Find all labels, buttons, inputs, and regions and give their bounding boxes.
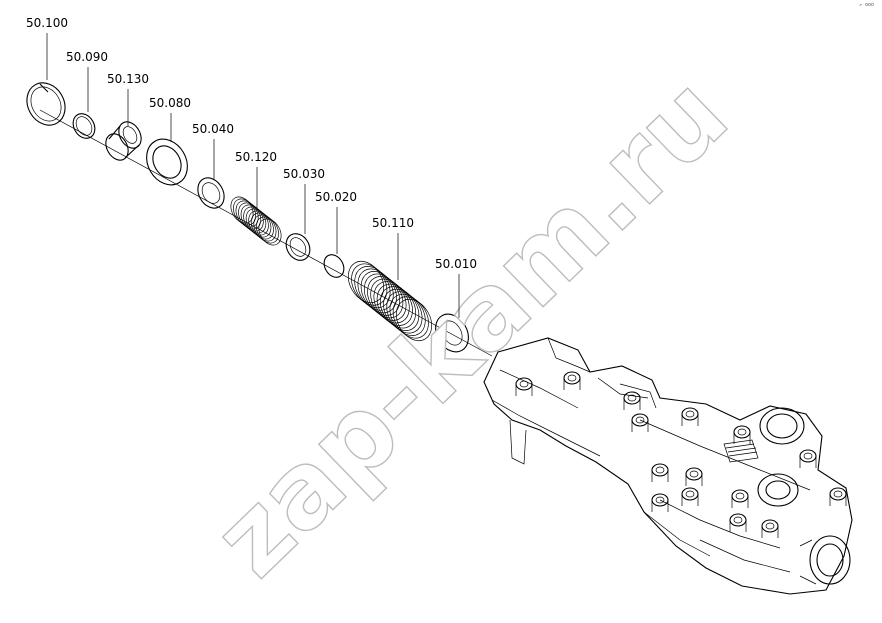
bolt-boss bbox=[515, 377, 533, 396]
part-50-010-washer[interactable] bbox=[429, 308, 475, 358]
part-50-020-circlip[interactable] bbox=[320, 251, 348, 281]
part-50-080-washer[interactable] bbox=[139, 132, 196, 193]
bolt-boss bbox=[829, 487, 847, 506]
part-50-130-sleeve[interactable] bbox=[101, 118, 145, 164]
bolt-boss bbox=[651, 493, 669, 512]
part-label-50-100[interactable]: 50.100 bbox=[26, 16, 68, 30]
bolt-boss bbox=[623, 391, 641, 410]
part-50-120-spring[interactable] bbox=[226, 193, 285, 249]
valve-housing[interactable] bbox=[483, 337, 853, 595]
bolt-boss bbox=[731, 489, 749, 508]
part-label-50-030[interactable]: 50.030 bbox=[283, 167, 325, 181]
nameplate bbox=[723, 439, 759, 463]
part-50-090-circlip[interactable] bbox=[69, 110, 99, 143]
bolt-boss bbox=[651, 463, 669, 482]
watermark: zap-kam.ru bbox=[191, 53, 751, 600]
part-50-110-spring[interactable] bbox=[341, 255, 439, 347]
part-50-040-ring[interactable] bbox=[193, 173, 230, 213]
bolt-boss bbox=[563, 371, 581, 390]
bolt-boss bbox=[685, 467, 703, 486]
bolt-boss bbox=[729, 513, 747, 532]
part-label-50-130[interactable]: 50.130 bbox=[107, 72, 149, 86]
part-label-50-020[interactable]: 50.020 bbox=[315, 190, 357, 204]
part-50-030-ring[interactable] bbox=[281, 229, 314, 264]
bolt-boss bbox=[733, 425, 751, 444]
part-label-50-040[interactable]: 50.040 bbox=[192, 122, 234, 136]
bolt-boss bbox=[761, 519, 779, 538]
part-label-50-010[interactable]: 50.010 bbox=[435, 257, 477, 271]
part-label-50-120[interactable]: 50.120 bbox=[235, 150, 277, 164]
part-label-50-080[interactable]: 50.080 bbox=[149, 96, 191, 110]
bolt-boss bbox=[799, 449, 817, 468]
bolt-boss bbox=[681, 407, 699, 426]
part-label-50-090[interactable]: 50.090 bbox=[66, 50, 108, 64]
bolt-boss bbox=[681, 487, 699, 506]
part-label-50-110[interactable]: 50.110 bbox=[372, 216, 414, 230]
part-50-100-snap-ring[interactable] bbox=[19, 76, 72, 132]
corner-mark: ↗ ooo bbox=[858, 2, 874, 8]
bolt-boss bbox=[631, 413, 649, 432]
